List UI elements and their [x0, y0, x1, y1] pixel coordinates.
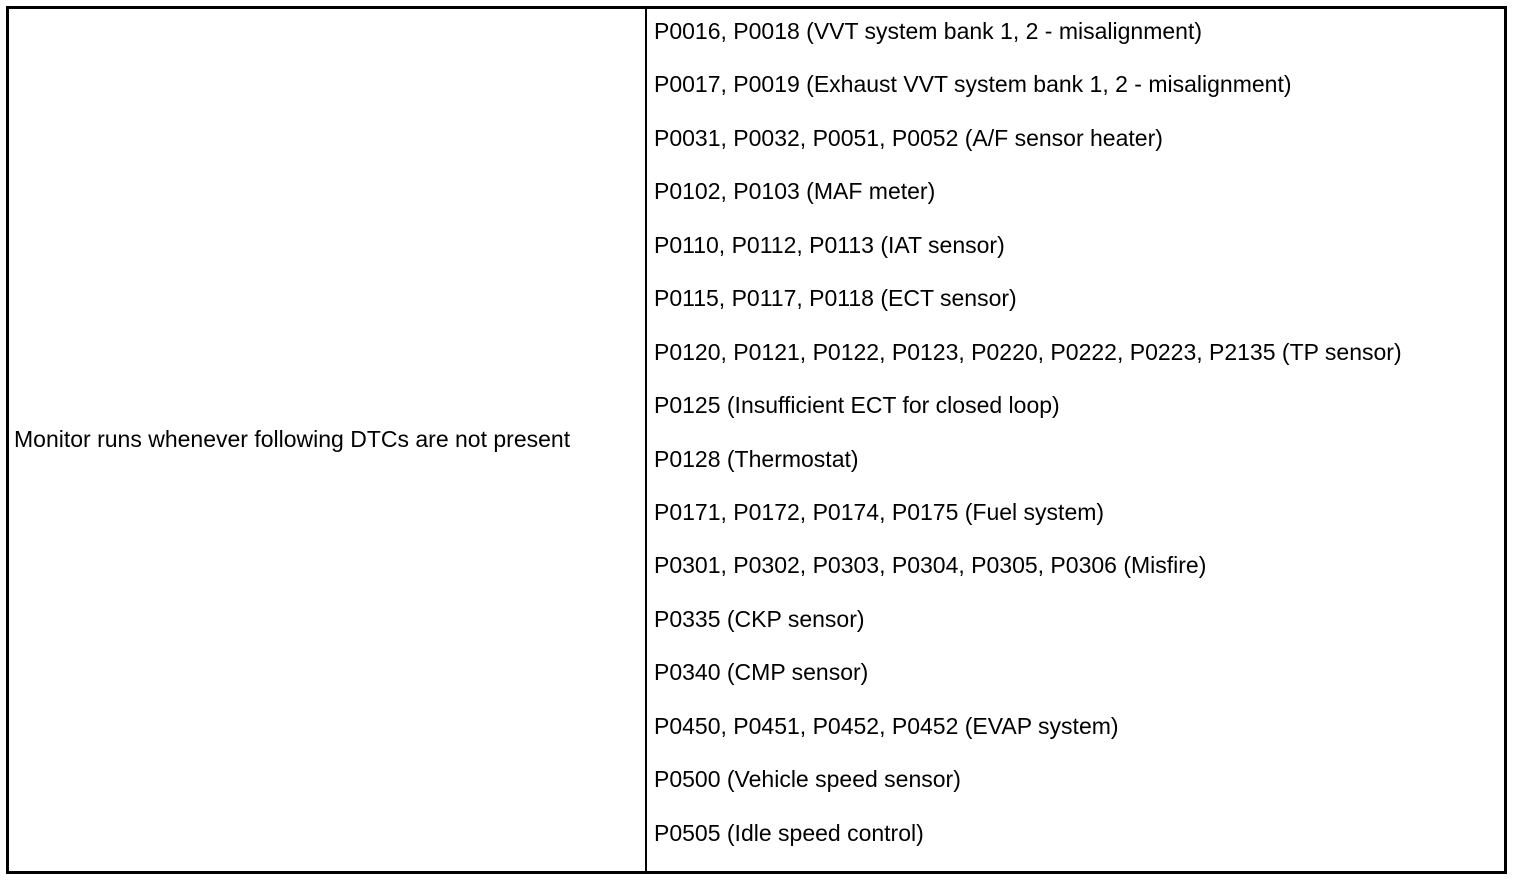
- dtc-line-vvt-exhaust: P0017, P0019 (Exhaust VVT system bank 1,…: [654, 71, 1292, 98]
- dtc-line-isc: P0505 (Idle speed control): [654, 819, 924, 846]
- dtc-list-cell: P0016, P0018 (VVT system bank 1, 2 - mis…: [647, 9, 1504, 871]
- dtc-line-thermostat: P0128 (Thermostat): [654, 445, 859, 472]
- dtc-line-misfire: P0301, P0302, P0303, P0304, P0305, P0306…: [654, 552, 1207, 579]
- dtc-condition-table: Monitor runs whenever following DTCs are…: [6, 6, 1507, 874]
- dtc-line-tp: P0120, P0121, P0122, P0123, P0220, P0222…: [654, 338, 1402, 365]
- condition-text: Monitor runs whenever following DTCs are…: [14, 425, 571, 452]
- dtc-line-vvt-intake: P0016, P0018 (VVT system bank 1, 2 - mis…: [654, 18, 1203, 44]
- dtc-line-fuel-system: P0171, P0172, P0174, P0175 (Fuel system): [654, 498, 1105, 525]
- dtc-line-closed-loop: P0125 (Insufficient ECT for closed loop): [654, 392, 1060, 419]
- dtc-line-ckp: P0335 (CKP sensor): [654, 605, 865, 632]
- dtc-line-evap: P0450, P0451, P0452, P0452 (EVAP system): [654, 712, 1119, 739]
- dtc-line-ect: P0115, P0117, P0118 (ECT sensor): [654, 285, 1017, 312]
- dtc-line-vss: P0500 (Vehicle speed sensor): [654, 766, 961, 793]
- dtc-line-maf: P0102, P0103 (MAF meter): [654, 178, 936, 205]
- dtc-line-iat: P0110, P0112, P0113 (IAT sensor): [654, 231, 1005, 258]
- dtc-line-af-heater: P0031, P0032, P0051, P0052 (A/F sensor h…: [654, 124, 1163, 151]
- condition-cell: Monitor runs whenever following DTCs are…: [9, 9, 647, 871]
- dtc-line-cmp: P0340 (CMP sensor): [654, 659, 869, 686]
